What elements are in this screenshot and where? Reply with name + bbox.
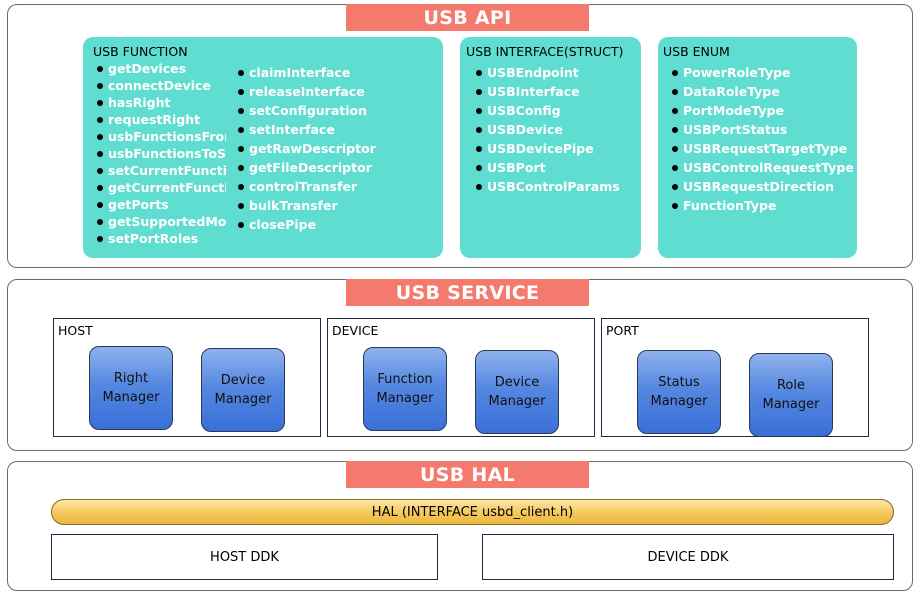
usb-service-title: USB SERVICE (346, 279, 589, 306)
api-item: FunctionType (672, 196, 854, 215)
api-item: USBInterface (476, 82, 638, 101)
api-item: usbFunctionsToString (97, 145, 226, 162)
api-item: connectDevice (97, 77, 226, 94)
usb-enum-panel: USB ENUM PowerRoleType DataRoleType Port… (658, 37, 857, 258)
usb-api-title: USB API (346, 4, 589, 31)
api-item: getPorts (97, 196, 226, 213)
device-ddk-box: DEVICE DDK (482, 534, 894, 580)
api-item: getRawDescriptor (238, 139, 438, 158)
api-item: PortModeType (672, 101, 854, 120)
api-item: USBControlParams (476, 177, 638, 196)
api-item: setPortRoles (97, 230, 226, 247)
api-item: hasRight (97, 94, 226, 111)
api-item: USBPortStatus (672, 120, 854, 139)
api-item: setCurrentFunctions (97, 162, 226, 179)
usb-hal-title: USB HAL (346, 461, 589, 488)
api-item: USBDevice (476, 120, 638, 139)
api-item: DataRoleType (672, 82, 854, 101)
hal-interface-bar: HAL (INTERFACE usbd_client.h) (51, 499, 894, 525)
api-item: bulkTransfer (238, 196, 438, 215)
api-item: setConfiguration (238, 101, 438, 120)
usb-function-title: USB FUNCTION (93, 44, 188, 59)
api-item: USBDevicePipe (476, 139, 638, 158)
api-item: getSupportedModes (97, 213, 226, 230)
host-ddk-box: HOST DDK (51, 534, 438, 580)
usb-enum-list: PowerRoleType DataRoleType PortModeType … (672, 63, 854, 215)
usb-interface-title: USB INTERFACE(STRUCT) (466, 44, 624, 59)
api-item: USBEndpoint (476, 63, 638, 82)
usb-api-layer: USB API USB FUNCTION getDevices connectD… (7, 4, 913, 268)
device-service-title: DEVICE (332, 323, 379, 338)
api-item: USBControlRequestType (672, 158, 854, 177)
usb-interface-panel: USB INTERFACE(STRUCT) USBEndpoint USBInt… (460, 37, 641, 258)
api-item: getDevices (97, 60, 226, 77)
usb-interface-list: USBEndpoint USBInterface USBConfig USBDe… (476, 63, 638, 196)
api-item: getFileDescriptor (238, 158, 438, 177)
api-item: PowerRoleType (672, 63, 854, 82)
usb-function-list-1: getDevices connectDevice hasRight reques… (97, 60, 226, 247)
api-item: USBRequestDirection (672, 177, 854, 196)
api-item: USBConfig (476, 101, 638, 120)
host-service-title: HOST (58, 323, 93, 338)
api-item: releaseInterface (238, 82, 438, 101)
api-item: closePipe (238, 215, 438, 234)
api-item: usbFunctionsFromString (97, 128, 226, 145)
api-item: USBPort (476, 158, 638, 177)
usb-function-list-2: claimInterface releaseInterface setConfi… (238, 63, 438, 234)
api-item: USBRequestTargetType (672, 139, 854, 158)
api-item: controlTransfer (238, 177, 438, 196)
usb-enum-title: USB ENUM (663, 44, 730, 59)
port-service-title: PORT (606, 323, 639, 338)
usb-function-panel: USB FUNCTION getDevices connectDevice ha… (83, 37, 443, 258)
api-item: claimInterface (238, 63, 438, 82)
api-item: requestRight (97, 111, 226, 128)
api-item: setInterface (238, 120, 438, 139)
api-item: getCurrentFunctions (97, 179, 226, 196)
